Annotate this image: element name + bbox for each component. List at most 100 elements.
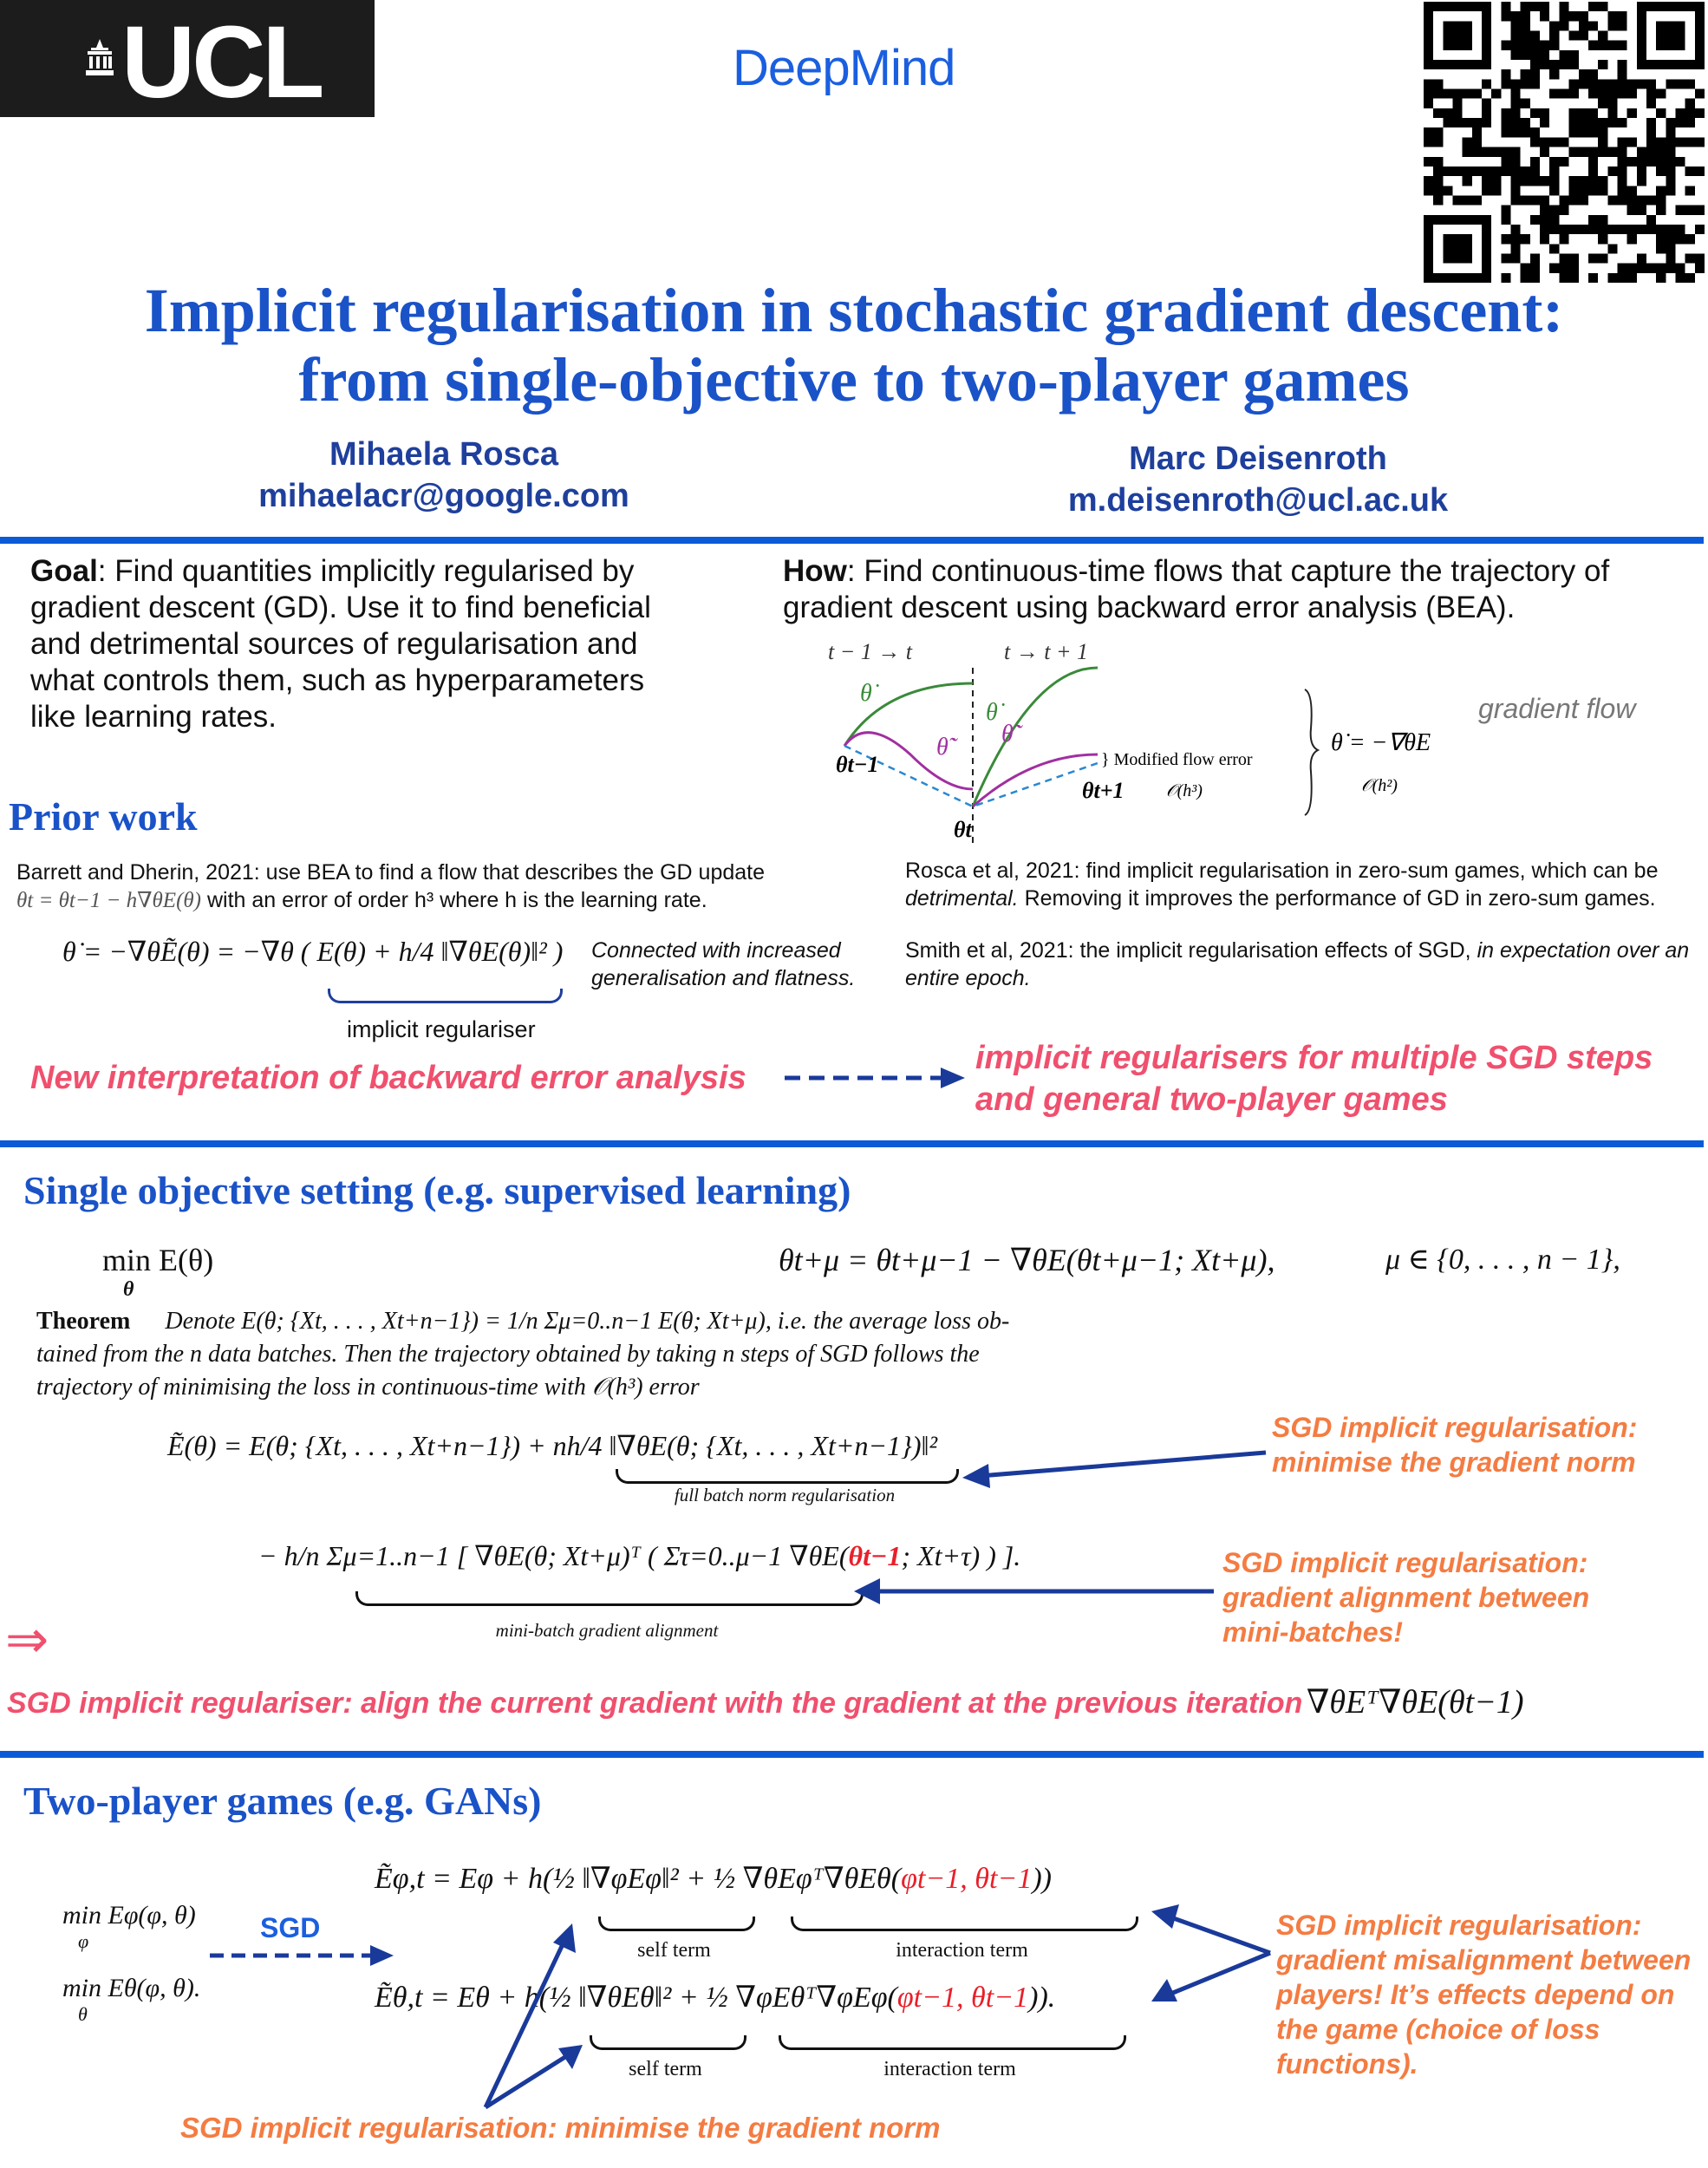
eq-theta-self: ½ ‖∇θEθ‖² [549, 1982, 672, 2014]
smith-citation: Smith et al, 2021: the implicit regulari… [905, 937, 1707, 992]
min-objective: min E(θ) θ [102, 1242, 213, 1302]
modified-loss-eq: Ẽ(θ) = E(θ; {Xt, . . . , Xt+n−1}) + nh/4… [167, 1429, 937, 1462]
dashed-arrow [785, 1068, 965, 1088]
min-phi-sub: φ [78, 1930, 89, 1952]
gd-flow-curve-1 [843, 682, 974, 747]
eq-theta-inter: + ½ ∇φEθᵀ∇φEφ( [678, 1982, 897, 2014]
author-email[interactable]: mihaelacr@google.com [258, 478, 629, 514]
title-line-2: from single-objective to two-player game… [298, 345, 1410, 415]
note-line: the game (choice of loss [1276, 2014, 1600, 2045]
theorem: Theorem Denote E(θ; {Xt, . . . , Xt+n−1})… [36, 1305, 1112, 1404]
rosca-line: Rosca et al, 2021: find implicit regular… [905, 859, 1659, 883]
theorem-line-1: Denote E(θ; {Xt, . . . , Xt+n−1}) = 1/n … [165, 1308, 1010, 1335]
note-line: gradient misalignment between [1276, 1944, 1692, 1975]
implicit-multi-line-2: and general two-player games [975, 1081, 1448, 1118]
barrett-equation: θ̇ = −∇θẼ(θ) = −∇θ ( E(θ) + h/4 ‖∇θE(θ)‖… [62, 935, 563, 968]
min-phi-eq: min Eφ(φ, θ) [62, 1901, 196, 1930]
smith-line: Smith et al, 2021: the implicit regulari… [905, 938, 1477, 963]
rosca-citation: Rosca et al, 2021: find implicit regular… [905, 857, 1707, 912]
annotation-arrows [854, 1450, 1267, 1604]
divider [0, 537, 1704, 544]
step-label-2: t → t + 1 [1004, 639, 1088, 664]
modified-flow-curve-2 [972, 753, 1098, 808]
min-eq: min E(θ) [102, 1243, 214, 1277]
divider [0, 1751, 1704, 1758]
note-line: functions). [1276, 2048, 1418, 2080]
author-2: Marc Deisenroth m.deisenroth@ucl.ac.uk [998, 438, 1518, 521]
min-theta-sub: θ [78, 2003, 88, 2025]
eq-theta-left: Ẽθ,t = Eθ + h( [375, 1982, 550, 2014]
ucl-logo-text: UCL [121, 5, 325, 120]
sgd-update-equation: θt+μ = θt+μ−1 − ∇θE(θt+μ−1; Xt+μ), [779, 1243, 1275, 1277]
section-heading-two-player: Two-player games (e.g. GANs) [23, 1779, 542, 1823]
theta-prev-label: θt−1 [836, 752, 878, 777]
goal-body: : Find quantities implicitly regularised… [30, 554, 651, 734]
note-line: players! It’s effects depend on [1276, 1979, 1675, 2010]
barrett-line-1: Barrett and Dherin, 2021: use BEA to fin… [16, 860, 766, 885]
author-name: Marc Deisenroth [1129, 441, 1387, 477]
how-text: How: Find continuous-time flows that cap… [783, 553, 1693, 626]
brace-right [1304, 689, 1320, 816]
section-heading-single-objective: Single objective setting (e.g. supervise… [23, 1168, 851, 1212]
goal-text: Goal: Find quantities implicitly regular… [30, 553, 663, 735]
implicit-regulariser-brace [328, 989, 563, 1003]
eq-phi-left: Ẽφ,t = Eφ + h( [375, 1863, 553, 1895]
theta-tilde-dot-label: θ̃̇ [1001, 721, 1024, 748]
gd-step-dashed [844, 744, 1098, 808]
self-term-brace [598, 1917, 755, 1931]
eq2-prefix: − h/n Σμ=1..n−1 [258, 1540, 450, 1571]
ucl-logo: UCL [0, 0, 375, 117]
modified-flow-curve-1 [843, 731, 974, 791]
interaction-term-label: interaction term [896, 1939, 1028, 1962]
rosca-detrimental: detrimental. [905, 886, 1019, 911]
theta-next-label: θt+1 [1082, 778, 1125, 803]
how-label: How [783, 554, 847, 588]
theorem-label: Theorem [36, 1308, 131, 1335]
interaction-term-brace [779, 2035, 1126, 2050]
eq2-body: [ ∇θE(θ; Xt+μ)ᵀ ( Στ=0..μ−1 ∇θE( [456, 1540, 849, 1571]
conclusion: SGD implicit regulariser: align the curr… [7, 1682, 1524, 1721]
qr-code[interactable] [1424, 2, 1705, 283]
conclusion-math: ∇θEᵀ∇θE(θt−1) [1306, 1684, 1524, 1721]
theta-dot-label: θ̇ [860, 680, 879, 707]
author-email[interactable]: m.deisenroth@ucl.ac.uk [1067, 482, 1449, 519]
gradient-flow-label: gradient flow [1478, 693, 1637, 724]
full-batch-label: full batch norm regularisation [674, 1485, 896, 1505]
error-order-h3: 𝒪(h³) [1166, 781, 1203, 800]
eq-inner: ( E(θ) + h/4 ‖∇θE(θ)‖² ) [300, 936, 564, 967]
deepmind-logo: DeepMind [733, 40, 955, 96]
interaction-term-label: interaction term [883, 2058, 1016, 2080]
eq-phi-inter: + ½ ∇θEφᵀ∇θEθ( [686, 1863, 902, 1895]
eq1-left: Ẽ(θ) = E(θ; {Xt, . . . , Xt+n−1}) + nh/4 [167, 1430, 603, 1461]
eq-phi-self: ½ ‖∇φEφ‖² [552, 1863, 679, 1895]
theta-tilde-dot-label: θ̃̇ [936, 734, 959, 761]
note-gradient-norm: SGD implicit regularisation: minimise th… [1272, 1410, 1637, 1479]
sgd-label: SGD [260, 1912, 321, 1943]
author-name: Mihaela Rosca [329, 436, 558, 473]
alignment-eq: − h/n Σμ=1..n−1 [ ∇θE(θ; Xt+μ)ᵀ ( Στ=0..… [258, 1539, 1020, 1572]
min-theta-eq: min Eθ(φ, θ). [62, 1974, 201, 2002]
min-theta: min Eθ(φ, θ). θ [62, 1974, 200, 2026]
title-line-1: Implicit regularisation in stochastic gr… [144, 276, 1564, 345]
divider [0, 1140, 1704, 1147]
bea-diagram: t − 1 → t t → t + 1 θ̇ θ̇ θ̃̇ θ̃̇ θt−1 θ… [828, 639, 1637, 846]
barrett-line-2: with an error of order h³ where h is the… [201, 888, 707, 912]
min-phi: min Eφ(φ, θ) φ [62, 1901, 196, 1953]
full-batch-brace [616, 1469, 959, 1484]
note-misalignment: SGD implicit regularisation: gradient mi… [1276, 1908, 1691, 2081]
mini-batch-label: mini-batch gradient alignment [495, 1620, 719, 1641]
error-order-h2: 𝒪(h²) [1361, 776, 1398, 795]
note2-line-3: mini-batches! [1222, 1616, 1404, 1648]
barrett-note: Connected with increased generalisation … [591, 938, 856, 990]
gd-update-eq: θt = θt−1 − h∇θE(θ) [16, 889, 202, 912]
conclusion-text: SGD implicit regulariser: align the curr… [7, 1687, 1303, 1720]
eq1-norm: ‖∇θE(θ; {Xt, . . . , Xt+n−1})‖² [609, 1430, 938, 1461]
eq-phi-end: )) [1032, 1863, 1053, 1895]
implicit-multi-text: implicit regularisers for multiple SGD s… [975, 1037, 1653, 1120]
eq-left: θ̇ = −∇θẼ(θ) = −∇θ [62, 936, 294, 967]
mu-range: μ ∈ {0, . . . , n − 1}, [1385, 1244, 1620, 1276]
self-term-label: self term [629, 2058, 702, 2080]
modified-flow-error-label: } Modified flow error [1101, 750, 1253, 769]
eq2-tail: ; Xt+τ) ) ]. [901, 1540, 1021, 1571]
ucl-portico-icon [86, 39, 114, 75]
